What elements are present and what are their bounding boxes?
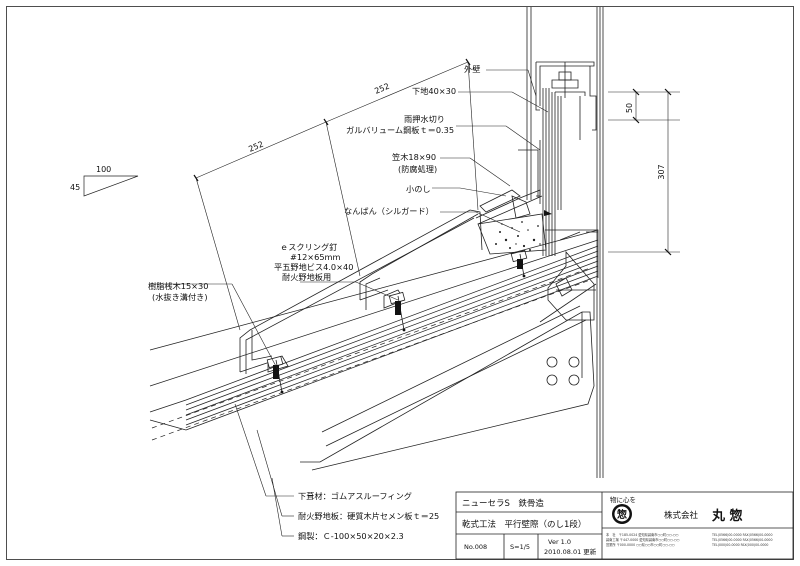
title-block-frame (455, 491, 794, 560)
address-line-3: 営業所 〒000-0000 ○○県○○市○○町○○-○○ (606, 542, 675, 547)
nail-heads (273, 259, 526, 394)
label-kasagi-treatment: (防腐処理) (398, 164, 437, 174)
leader-lines (150, 69, 549, 537)
slope-triangle (83, 175, 139, 197)
address-line-1: 本 社 〒185-0024 愛知県碧南市○○町○○-○○ (606, 532, 679, 537)
nanban-arrow (544, 210, 552, 216)
battens-and-nails (266, 249, 528, 393)
company-motto: 物に心を (610, 495, 636, 504)
label-kasagi: 笠木18×90 (392, 152, 436, 162)
company-type: 株式会社 (664, 510, 699, 521)
label-drain-groove: (水抜き溝付き) (152, 292, 208, 302)
dimension-lines (195, 61, 680, 331)
title-scale: S=1/5 (510, 543, 530, 551)
label-base-40x30: 下地40×30 (412, 86, 456, 96)
title-method: 乾式工法 平行壁際（のし1段） (462, 519, 586, 530)
label-konoshi: 小のし (406, 184, 431, 194)
title-date: 2010.08.01 更新 (544, 547, 597, 556)
label-exterior-wall: 外壁 (464, 64, 480, 74)
sheet-border (6, 6, 794, 560)
label-galvalume: ガルバリューム鋼板ｔ＝0.35 (346, 125, 454, 135)
steel-c-channel-lower (539, 250, 597, 323)
dim-50: 50 (625, 103, 634, 113)
nanban-fill (495, 221, 541, 251)
wall-structure (518, 7, 604, 478)
address-line-2: 碧南工場 〒447-0000 愛知県碧南市○○町○○-○○ (606, 537, 680, 542)
label-underlay: 下葺材：ゴムアスルーフィング (298, 491, 412, 501)
dim-252-upper: 252 (373, 82, 391, 96)
kasagi-konoshi (475, 189, 547, 255)
label-flashing: 雨押水切り (404, 114, 445, 124)
slope-rise: 45 (70, 183, 80, 192)
label-screw-nail: ｅスクリング釘 (280, 242, 337, 252)
title-product: ニューセラS 鉄骨造 (462, 498, 544, 509)
title-number: No.008 (464, 543, 487, 551)
tel-line-2: TEL(0566)00-0000 FAX(0566)00-0000 (711, 538, 773, 542)
label-flat-screw: 平五野地ビス4.0×40 (274, 262, 353, 272)
company-logo: 惣 (612, 504, 632, 524)
label-fire-base-use: 耐火野地板用 (282, 272, 331, 282)
steel-rafter (300, 305, 595, 471)
title-version: Ver 1.0 (548, 538, 571, 546)
company-name: 丸 惣 (711, 508, 743, 524)
label-fire-board: 耐火野地板：硬質木片セメン板ｔ＝25 (298, 511, 439, 521)
tel-line-1: TEL(0566)00-0000 FAX(0566)00-0000 (711, 533, 773, 537)
label-resin-batten: 樹脂桟木15×30 (148, 281, 208, 291)
roof-tiles (239, 209, 483, 374)
dim-252-lower: 252 (247, 140, 265, 154)
label-screw-nail-size: #12×65mm (290, 252, 341, 262)
tel-line-3: TEL(000)00-0000 FAX(000)00-0000 (711, 543, 768, 547)
slope-run: 100 (96, 165, 111, 174)
label-steel: 鋼製：Ｃ-100×50×20×2.3 (298, 531, 404, 541)
dim-307: 307 (657, 164, 666, 179)
company-logo-char: 惣 (617, 508, 627, 521)
hidden-lines (151, 267, 591, 441)
dimension-ticks (193, 58, 672, 256)
roof-boards (149, 229, 599, 431)
label-nanban: なんばん（シルガード） (344, 206, 434, 216)
